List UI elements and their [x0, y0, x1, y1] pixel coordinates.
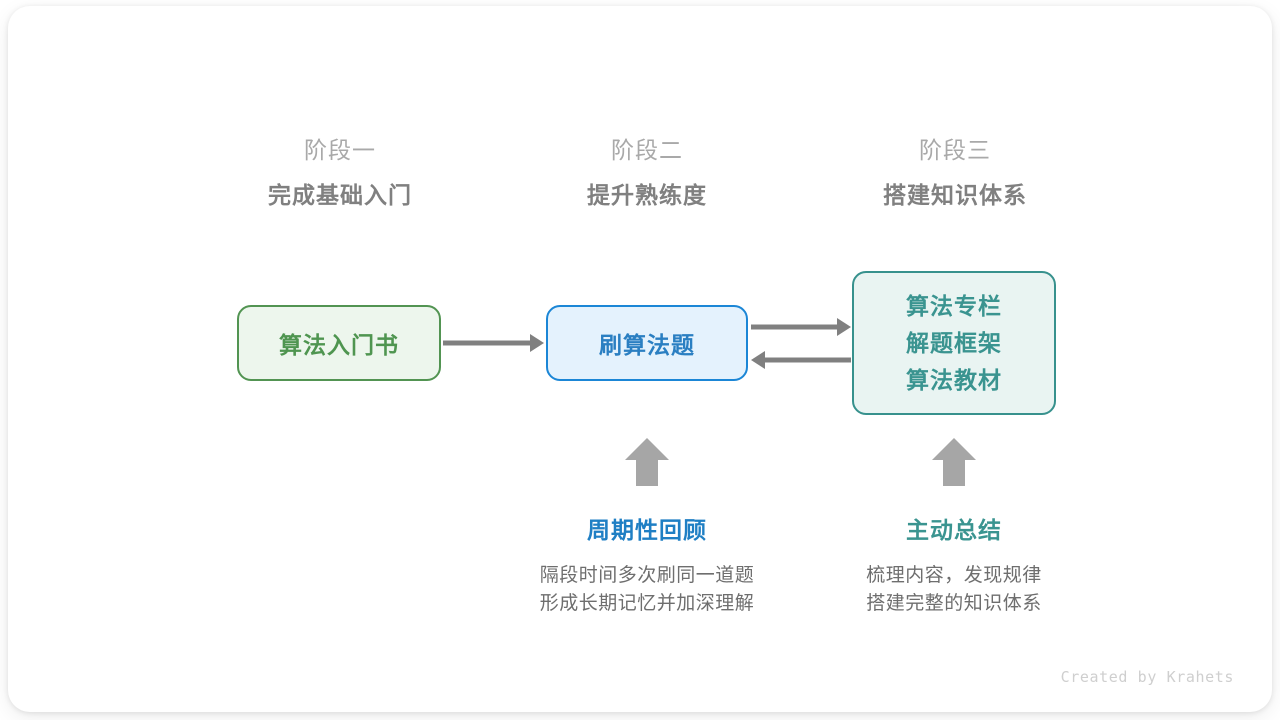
- node-algorithm-intro-book: 算法入门书: [237, 305, 441, 381]
- practice-summary-desc-line-1: 梳理内容，发现规律: [866, 565, 1042, 586]
- practice-review-desc-line-2: 形成长期记忆并加深理解: [539, 593, 755, 614]
- phase-2-goal: 提升熟练度: [587, 182, 707, 208]
- phase-3-name: 阶段三: [919, 137, 991, 163]
- practice-review-description: 隔段时间多次刷同一道题 形成长期记忆并加深理解: [497, 562, 797, 618]
- practice-block-periodic-review: 周期性回顾 隔段时间多次刷同一道题 形成长期记忆并加深理解: [497, 515, 797, 618]
- node-resources-line-3: 算法教材: [906, 366, 1002, 393]
- practice-summary-description: 梳理内容，发现规律 搭建完整的知识体系: [804, 562, 1104, 618]
- practice-review-title: 周期性回顾: [587, 517, 707, 543]
- phase-1-name: 阶段一: [304, 137, 376, 163]
- diagram-stage: 阶段一 完成基础入门 阶段二 提升熟练度 阶段三 搭建知识体系 算法入门书 刷算…: [8, 6, 1272, 712]
- arrow-head: [751, 351, 765, 369]
- arrow-right-icon-practice-to-resources: [751, 317, 851, 337]
- phase-3-goal: 搭建知识体系: [883, 182, 1027, 208]
- diagram-card: 阶段一 完成基础入门 阶段二 提升熟练度 阶段三 搭建知识体系 算法入门书 刷算…: [8, 6, 1272, 712]
- footer-credit: Created by Krahets: [1060, 668, 1234, 686]
- arrow-shaft: [443, 340, 534, 346]
- phase-1-goal: 完成基础入门: [268, 182, 412, 208]
- phase-header-2: 阶段二 提升熟练度: [517, 135, 777, 211]
- arrow-shaft: [751, 324, 841, 330]
- arrow-head: [530, 334, 544, 352]
- arrow-up-icon-summary: [931, 436, 977, 488]
- phase-header-3: 阶段三 搭建知识体系: [825, 135, 1085, 211]
- node-learning-resources: 算法专栏 解题框架 算法教材: [852, 271, 1056, 415]
- node-book-label: 算法入门书: [279, 332, 399, 358]
- practice-block-active-summary: 主动总结 梳理内容，发现规律 搭建完整的知识体系: [804, 515, 1104, 618]
- arrow-up-icon-review: [624, 436, 670, 488]
- practice-review-desc-line-1: 隔段时间多次刷同一道题: [539, 565, 755, 586]
- node-resources-line-1: 算法专栏: [906, 292, 1002, 319]
- arrow-head: [837, 318, 851, 336]
- arrow-right-icon-book-to-practice: [443, 333, 544, 353]
- phase-header-1: 阶段一 完成基础入门: [210, 135, 470, 211]
- node-resources-line-2: 解题框架: [906, 329, 1002, 356]
- practice-summary-desc-line-2: 搭建完整的知识体系: [866, 593, 1042, 614]
- arrow-left-icon-resources-to-practice: [751, 350, 851, 370]
- node-practice-label: 刷算法题: [599, 332, 695, 358]
- practice-summary-title: 主动总结: [906, 517, 1002, 543]
- arrow-shaft: [761, 357, 851, 363]
- phase-2-name: 阶段二: [611, 137, 683, 163]
- node-practice-problems: 刷算法题: [546, 305, 748, 381]
